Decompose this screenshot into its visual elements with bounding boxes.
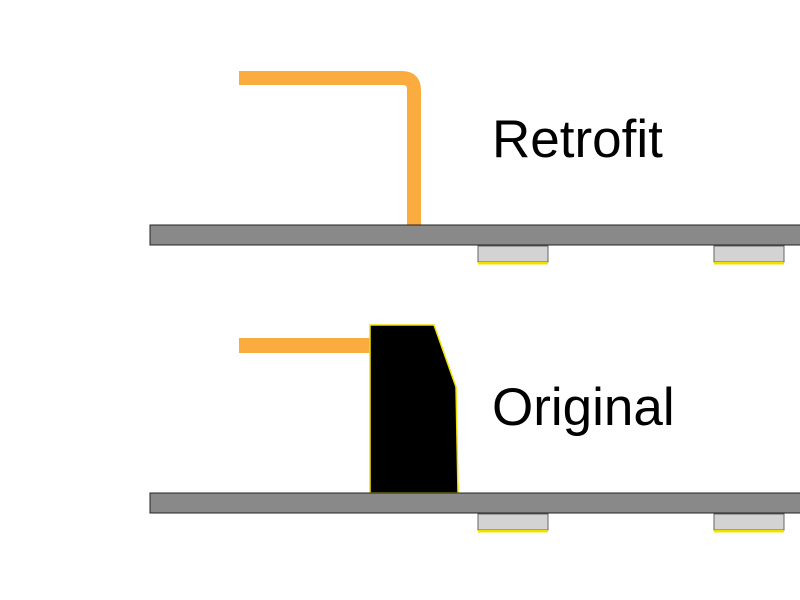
retrofit-pad-1 — [477, 245, 549, 263]
retrofit-solder-2 — [714, 262, 784, 265]
retrofit-label: Retrofit — [492, 110, 663, 169]
retrofit-assembly: Retrofit — [149, 71, 800, 265]
original-component — [369, 324, 459, 494]
original-solder-1 — [478, 530, 548, 533]
original-label: Original — [492, 378, 675, 437]
original-board — [149, 492, 800, 514]
retrofit-wire — [239, 71, 421, 226]
original-solder-2 — [714, 530, 784, 533]
retrofit-board — [149, 224, 800, 246]
retrofit-solder-1 — [478, 262, 548, 265]
retrofit-pad-2 — [713, 245, 785, 263]
original-assembly: Original — [149, 324, 800, 533]
original-pad-1 — [477, 513, 549, 531]
original-pad-2 — [713, 513, 785, 531]
original-wire — [239, 338, 371, 353]
